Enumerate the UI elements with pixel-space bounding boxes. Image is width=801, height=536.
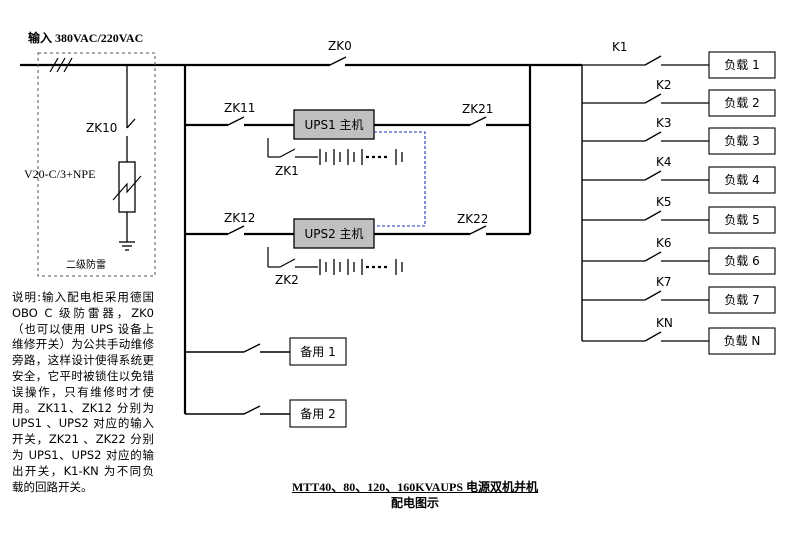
zk1-switch: [279, 148, 296, 158]
load-switch-label: K2: [656, 78, 672, 92]
load-box: [708, 51, 776, 79]
load-label: 负载 6: [724, 254, 759, 268]
standby2-box: [289, 399, 347, 428]
battery-icon: [319, 259, 403, 275]
description-note: 说明:输入配电柜采用德国 OBO C 级防雷器，ZK0（也可以使用 UPS 设备…: [12, 290, 154, 494]
load-branch-4: K4 负载 4: [582, 155, 776, 194]
zk22-switch: [469, 225, 487, 235]
zk22-label: ZK22: [457, 212, 488, 226]
phase-mark: [63, 57, 73, 73]
caption-subtitle: 配电图示: [390, 496, 439, 510]
load-switch-label: KN: [656, 316, 673, 330]
zk2-label: ZK2: [275, 273, 299, 287]
caption-title: MTT40、80、120、160KVAUPS 电源双机并机: [291, 480, 539, 494]
load-switch-3: [644, 131, 662, 142]
load-branches: K1 负载 1 K2 负载 2 K3 负载 3 K4 负载 4 K5 负载 5 K6 负载 6 K7 负载…: [582, 40, 776, 355]
zk0-label: ZK0: [328, 39, 352, 53]
load-box: [708, 206, 776, 234]
diagram-caption: MTT40、80、120、160KVAUPS 电源双机并机 配电图示: [255, 479, 575, 511]
load-box: [708, 166, 776, 194]
zk2-switch: [279, 258, 296, 268]
zk0-switch: [329, 56, 347, 66]
input-label: 输入 380VAC/220VAC: [28, 30, 143, 45]
zk10-switch: [126, 118, 136, 129]
zk12-label: ZK12: [224, 211, 255, 225]
load-box: [708, 327, 776, 355]
spd-branch: [112, 65, 142, 251]
zk1-label: ZK1: [275, 164, 299, 178]
ups2-unit: [293, 218, 375, 249]
load-box: [708, 127, 776, 155]
standby2-switch: [243, 405, 261, 415]
load-switch-4: [644, 170, 662, 181]
ups1-unit: [293, 109, 375, 140]
spd-box-label: 二级防雷: [66, 258, 106, 271]
load-switch-label: K7: [656, 275, 672, 289]
zk21-label: ZK21: [462, 102, 493, 116]
phase-mark: [49, 57, 59, 73]
load-box: [708, 89, 776, 117]
load-switch-label: K4: [656, 155, 672, 169]
load-branch-3: K3 负载 3: [582, 116, 776, 155]
load-switch-2: [644, 93, 662, 104]
load-branch-7: K7 负载 7: [582, 275, 776, 314]
load-label: 负载 3: [724, 134, 759, 148]
load-switch-7: [644, 290, 662, 301]
standby2-label: 备用 2: [300, 407, 335, 421]
ups2-branch: [185, 225, 530, 275]
standby1-label: 备用 1: [300, 345, 335, 359]
load-branch-5: K5 负载 5: [582, 195, 776, 234]
ups1-label: UPS1 主机: [304, 118, 363, 132]
load-switch-8: [644, 331, 662, 342]
zk11-switch: [227, 116, 245, 126]
load-switch-5: [644, 210, 662, 221]
load-switch-1: [644, 55, 662, 66]
ups1-branch: [185, 116, 530, 165]
load-switch-label: K3: [656, 116, 672, 130]
spd-box: [37, 52, 156, 277]
load-label: 负载 5: [724, 213, 759, 227]
input-bus: [20, 56, 582, 73]
load-branch-2: K2 负载 2: [582, 78, 776, 117]
zk21-switch: [469, 116, 487, 126]
ups-parallel-link: [374, 131, 426, 227]
load-label: 负载 7: [724, 293, 759, 307]
zk12-switch: [227, 225, 245, 235]
spd-model-label: V20-C/3+NPE: [24, 167, 95, 181]
load-label: 负载 N: [724, 334, 761, 348]
load-switch-label: K1: [612, 40, 628, 54]
standby1-box: [289, 337, 347, 366]
standby1-switch: [243, 343, 261, 353]
load-switch-label: K6: [656, 236, 672, 250]
load-label: 负载 2: [724, 96, 759, 110]
zk11-label: ZK11: [224, 101, 255, 115]
load-branch-1: K1 负载 1: [582, 40, 776, 79]
load-box: [708, 247, 776, 275]
load-box: [708, 286, 776, 314]
load-switch-6: [644, 251, 662, 262]
load-label: 负载 1: [724, 58, 759, 72]
load-switch-label: K5: [656, 195, 672, 209]
zk10-label: ZK10: [86, 121, 117, 135]
phase-mark: [56, 57, 66, 73]
ups2-label: UPS2 主机: [304, 227, 363, 241]
load-label: 负载 4: [724, 173, 759, 187]
load-branch-6: K6 负载 6: [582, 236, 776, 275]
battery-icon: [319, 149, 403, 165]
standby-branches: [185, 343, 290, 415]
load-branch-8: KN 负载 N: [582, 316, 776, 355]
